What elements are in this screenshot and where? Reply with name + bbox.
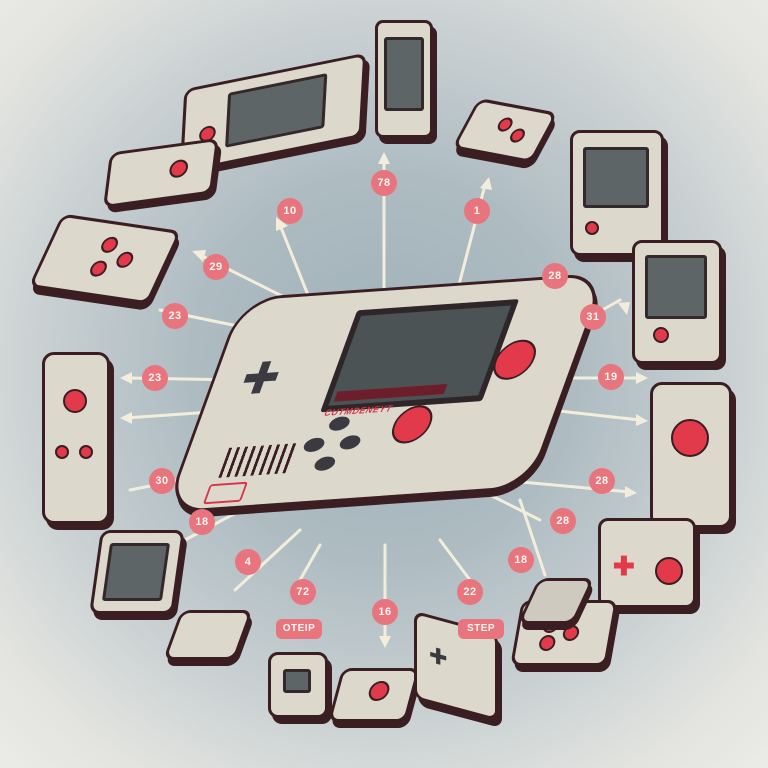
dpad-icon: ✚ <box>233 353 288 405</box>
speaker-grille <box>218 443 300 478</box>
number-badge: 72 <box>290 579 316 605</box>
device-left-bottom-phone <box>89 530 185 614</box>
device-right-handheld-2 <box>632 240 722 364</box>
number-badge: 28 <box>589 468 615 494</box>
device-right-bottom-handheld: ✚ <box>598 518 696 608</box>
device-right-tall-remote <box>650 382 732 528</box>
number-badge: 30 <box>149 468 175 494</box>
number-badge: 4 <box>235 549 261 575</box>
a-button <box>386 404 439 445</box>
step-label: OTEIP <box>276 619 322 639</box>
number-badge: 28 <box>542 263 568 289</box>
number-badge: 23 <box>162 303 188 329</box>
number-badge: 23 <box>142 365 168 391</box>
cartridge-port <box>202 481 249 505</box>
step-label: STEP <box>458 619 504 639</box>
device-left-tall-remote <box>42 352 110 524</box>
number-badge: 28 <box>550 508 576 534</box>
number-badge: 18 <box>189 509 215 535</box>
device-top-phone <box>375 20 433 138</box>
center-console-screen <box>320 299 520 413</box>
number-badge: 78 <box>371 170 397 196</box>
device-bottom-center-button <box>327 668 421 722</box>
device-bottom-small-screen <box>268 652 328 718</box>
number-badge: 22 <box>457 579 483 605</box>
face-buttons <box>292 414 374 478</box>
dpad-icon: ✚ <box>613 551 635 581</box>
number-badge: 31 <box>580 304 606 330</box>
number-badge: 16 <box>372 599 398 625</box>
number-badge: 18 <box>508 547 534 573</box>
number-badge: 1 <box>464 198 490 224</box>
number-badge: 10 <box>277 198 303 224</box>
number-badge: 29 <box>203 254 229 280</box>
number-badge: 19 <box>598 364 624 390</box>
device-right-handheld-1 <box>570 130 664 256</box>
dpad-icon: ✚ <box>429 641 448 672</box>
